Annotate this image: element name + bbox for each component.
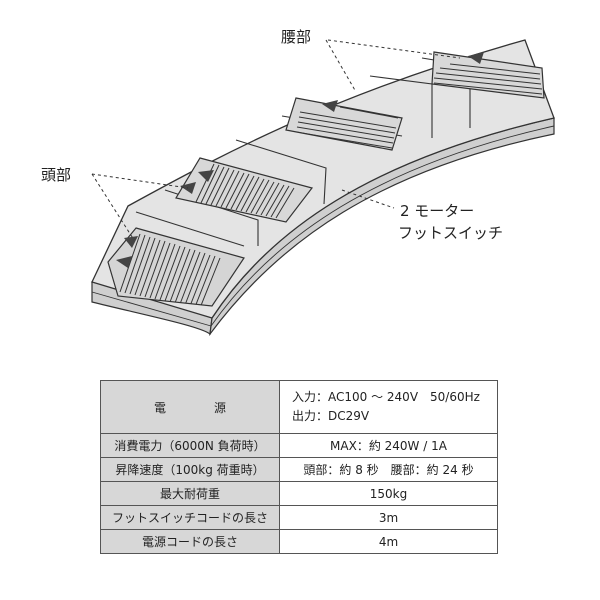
- table-row: 最大耐荷重 150kg: [100, 481, 498, 506]
- table-row: 電 源 入力：AC100 ～ 240V 50/60Hz 出力：DC29V: [100, 380, 498, 434]
- waist-pedal-up: [431, 51, 545, 99]
- foot-switch-label: 2 モーター フットスイッチ: [398, 200, 503, 244]
- table-row: 電源コードの長さ 4m: [100, 529, 498, 554]
- spec-key: フットスイッチコードの長さ: [100, 505, 280, 530]
- spec-value: MAX：約 240W / 1A: [279, 433, 498, 458]
- head-pedal-up: [175, 157, 314, 223]
- spec-value: 4m: [279, 529, 498, 554]
- spec-value: 3m: [279, 505, 498, 530]
- power-label: 電 源: [153, 400, 244, 415]
- spec-key: 電 源: [100, 380, 280, 434]
- foot-switch-label-line2: フットスイッチ: [398, 224, 504, 242]
- spec-table: 電 源 入力：AC100 ～ 240V 50/60Hz 出力：DC29V 消費電…: [100, 380, 498, 554]
- foot-switch-illustration: [91, 39, 555, 337]
- table-row: 昇降速度（100kg 荷重時） 頭部：約 8 秒 腰部：約 24 秒: [100, 457, 498, 482]
- spec-value: 150kg: [279, 481, 498, 506]
- waist-pedal: [285, 97, 403, 151]
- spec-key: 電源コードの長さ: [100, 529, 280, 554]
- waist-label: 腰部: [281, 28, 312, 46]
- table-row: フットスイッチコードの長さ 3m: [100, 505, 498, 530]
- spec-key: 消費電力（6000N 負荷時）: [100, 433, 280, 458]
- spec-key: 最大耐荷重: [100, 481, 280, 506]
- spec-value: 入力：AC100 ～ 240V 50/60Hz 出力：DC29V: [279, 380, 498, 434]
- spec-value: 頭部：約 8 秒 腰部：約 24 秒: [279, 457, 498, 482]
- head-label: 頭部: [41, 166, 72, 184]
- spec-key: 昇降速度（100kg 荷重時）: [100, 457, 280, 482]
- head-pedal: [107, 227, 245, 307]
- callout-leaders: [91, 39, 461, 241]
- power-input: 入力：AC100 ～ 240V 50/60Hz: [292, 390, 480, 404]
- foot-switch-label-line1: 2 モーター: [400, 202, 475, 220]
- power-output: 出力：DC29V: [292, 409, 370, 423]
- table-row: 消費電力（6000N 負荷時） MAX：約 240W / 1A: [100, 433, 498, 458]
